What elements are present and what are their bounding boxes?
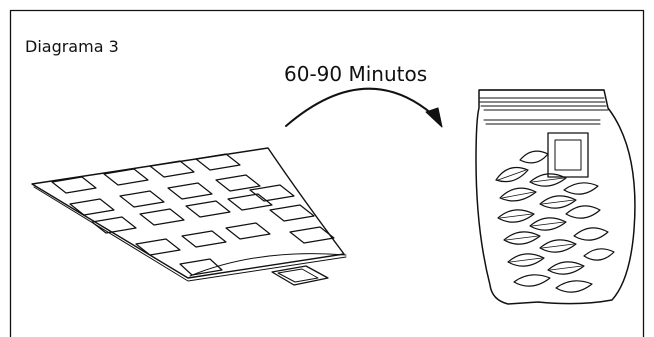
resealable-pouch-with-leaves-icon: [476, 90, 635, 304]
diagram-title: Diagrama 3: [25, 37, 119, 56]
sheet-of-square-patches-icon: [32, 148, 346, 285]
duration-label: 60-90 Minutos: [284, 62, 427, 86]
curved-arrow-icon: [286, 89, 442, 127]
